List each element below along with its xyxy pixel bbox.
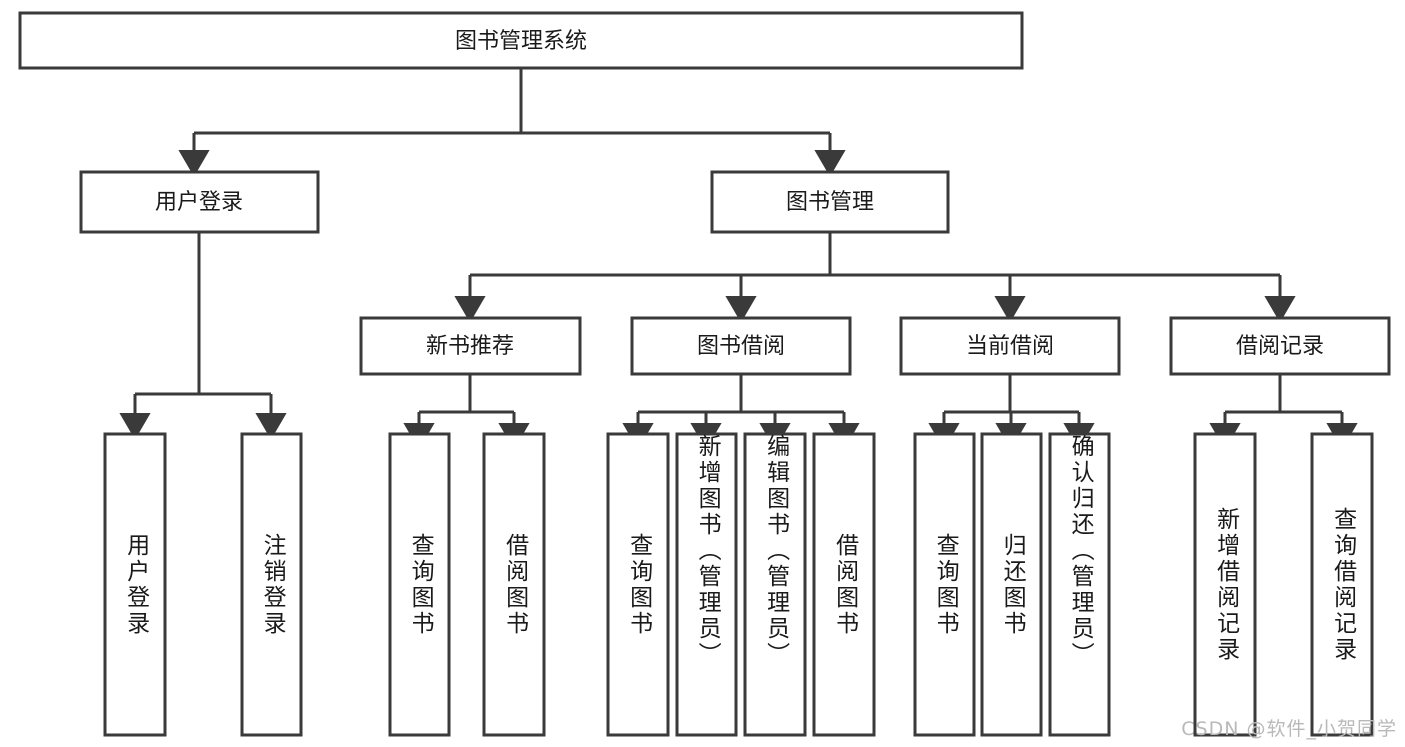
csdn-watermark: CSDN @软件_小贺同学 xyxy=(1181,718,1397,740)
node-new-book-recommend-label: 新书推荐 xyxy=(426,334,514,359)
connector-book-management-to-level3 xyxy=(454,232,1296,323)
leaf-box[interactable] xyxy=(743,432,807,737)
node-borrow-record[interactable]: 借阅记录 xyxy=(1169,316,1391,376)
leaf-box[interactable] xyxy=(980,432,1043,737)
node-new-book-recommend[interactable]: 新书推荐 xyxy=(359,316,582,376)
connector-book-borrow-to-leaves xyxy=(622,374,860,450)
leaf-box[interactable] xyxy=(913,432,976,737)
connector-borrow-record-to-leaves xyxy=(1209,374,1358,450)
leaf-box[interactable] xyxy=(388,432,451,737)
leaf-box[interactable] xyxy=(240,432,303,737)
leaf-box[interactable] xyxy=(812,432,876,737)
node-book-management-label: 图书管理 xyxy=(786,190,874,215)
node-book-management[interactable]: 图书管理 xyxy=(710,170,950,234)
connector-root-to-level2 xyxy=(178,68,846,177)
node-current-borrow-label: 当前借阅 xyxy=(966,334,1054,359)
node-current-borrow[interactable]: 当前借阅 xyxy=(899,316,1121,376)
connector-new-book-recommend-to-leaves xyxy=(403,374,530,450)
leaf-boxes xyxy=(103,432,1374,737)
leaf-box[interactable] xyxy=(1048,432,1111,737)
node-book-borrow[interactable]: 图书借阅 xyxy=(630,316,852,376)
node-root[interactable]: 图书管理系统 xyxy=(18,11,1024,70)
connector-current-borrow-to-leaves xyxy=(928,374,1095,450)
node-user-login-label: 用户登录 xyxy=(155,190,243,215)
node-user-login[interactable]: 用户登录 xyxy=(79,170,320,234)
leaf-box[interactable] xyxy=(103,432,167,737)
leaf-box[interactable] xyxy=(675,432,738,737)
node-root-label: 图书管理系统 xyxy=(455,29,587,54)
leaf-box[interactable] xyxy=(1193,432,1257,737)
node-borrow-record-label: 借阅记录 xyxy=(1236,334,1324,359)
connector-user-login-to-leaves xyxy=(119,232,287,440)
leaf-box[interactable] xyxy=(482,432,546,737)
leaf-box[interactable] xyxy=(1310,432,1374,737)
node-book-borrow-label: 图书借阅 xyxy=(697,334,785,359)
leaf-box[interactable] xyxy=(606,432,670,737)
